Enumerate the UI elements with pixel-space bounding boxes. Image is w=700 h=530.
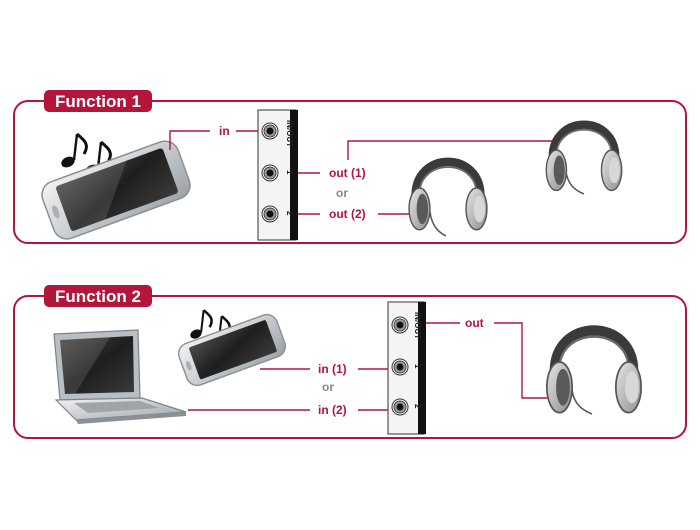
out-wire-to-headphones <box>494 322 554 399</box>
function2-in2-label: in (2) <box>318 403 347 417</box>
laptop-icon <box>53 329 187 424</box>
port-label-inout: IN/OUT <box>413 312 422 339</box>
headphones-icon <box>546 125 621 195</box>
function1-in-label: in <box>219 124 230 138</box>
jack-1 <box>391 358 409 376</box>
jack-2 <box>261 205 279 223</box>
inout-jack <box>391 316 409 334</box>
function2-title-badge: Function 2 <box>44 285 152 307</box>
headphones-icon <box>409 162 487 237</box>
function1-title: Function 1 <box>55 92 141 111</box>
function2-out-label: out <box>465 316 484 330</box>
function2-or-label: or <box>322 380 334 394</box>
splitter-box-icon: IN/OUT 1 2 <box>257 109 298 241</box>
function1-or-label: or <box>336 186 348 200</box>
inout-jack <box>261 122 279 140</box>
function2-panel: Function 2 in (1) o <box>13 285 687 439</box>
function1-panel: Function 1 in IN/OUT <box>13 90 687 244</box>
port-label-2: 2 <box>285 211 294 216</box>
function2-in1-label: in (1) <box>318 362 347 376</box>
function1-out2-label: out (2) <box>329 207 366 221</box>
jack-1 <box>261 164 279 182</box>
function2-title: Function 2 <box>55 287 141 306</box>
smartphone-icon <box>178 313 286 387</box>
function1-out1-label: out (1) <box>329 166 366 180</box>
port-label-1: 1 <box>285 170 294 175</box>
splitter-box-icon: IN/OUT 1 2 <box>387 301 426 435</box>
port-label-1: 1 <box>413 364 422 369</box>
function1-title-badge: Function 1 <box>44 90 152 112</box>
out1-wire-to-headphones <box>347 140 560 160</box>
jack-2 <box>391 398 409 416</box>
smartphone-icon <box>41 140 191 240</box>
port-label-inout: IN/OUT <box>285 120 294 147</box>
headphones-icon <box>547 330 641 414</box>
phone-to-inout-wire <box>169 130 210 150</box>
port-label-2: 2 <box>413 404 422 409</box>
